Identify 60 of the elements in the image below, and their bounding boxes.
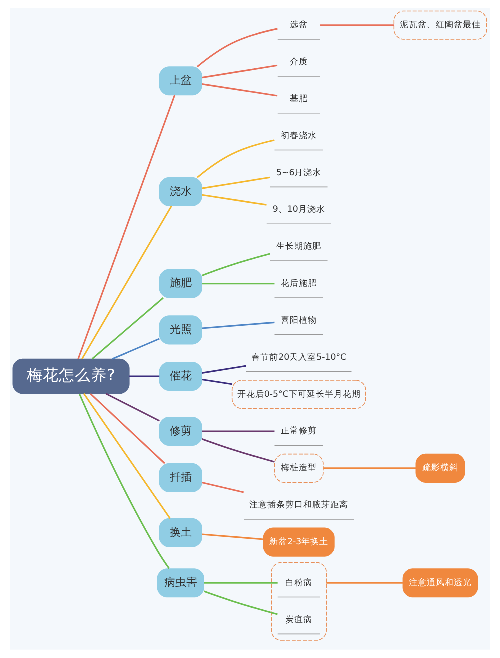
connector xyxy=(202,194,267,206)
connector xyxy=(83,393,171,520)
node-text: 花后施肥 xyxy=(281,279,318,290)
node-box: 催花 xyxy=(159,362,202,392)
node-box: 疏影横斜 xyxy=(416,454,466,483)
connector xyxy=(202,283,275,285)
node-text: 介质 xyxy=(290,57,308,68)
node-text: 选盆 xyxy=(290,20,308,31)
connector xyxy=(204,582,278,584)
connector xyxy=(320,24,394,26)
connector xyxy=(202,176,270,190)
node-box: 病虫害 xyxy=(157,568,204,598)
node-text: 白粉病 xyxy=(286,578,313,588)
connector xyxy=(202,64,278,79)
connector xyxy=(202,253,270,276)
connector xyxy=(324,468,416,470)
connector xyxy=(197,28,278,68)
connector xyxy=(204,590,278,616)
node-box: 梅花怎么养? xyxy=(12,358,130,394)
node-box: 泥瓦盆、红陶盆最佳 xyxy=(394,10,488,40)
connector xyxy=(197,140,275,178)
connector xyxy=(78,394,170,570)
connector xyxy=(202,430,275,432)
node-text: 注意插条剪口和腋芽距离 xyxy=(250,500,349,511)
node-text: 正常修剪 xyxy=(281,426,318,437)
connector xyxy=(90,393,166,464)
connector xyxy=(78,95,176,360)
cluster xyxy=(271,562,327,641)
node-text: 5~6月浇水 xyxy=(276,168,322,178)
connector xyxy=(92,298,164,360)
node-box: 扦插 xyxy=(159,463,202,492)
connector xyxy=(106,393,160,422)
node-text: 9、10月浇水 xyxy=(272,205,326,216)
node-text: 生长期施肥 xyxy=(276,242,322,252)
connector xyxy=(202,482,244,494)
connector xyxy=(326,582,403,584)
connector xyxy=(82,206,172,360)
node-box: 注意通风和透光 xyxy=(402,568,478,598)
connector xyxy=(202,438,275,463)
node-box: 开花后0-5°C下可延长半月花期 xyxy=(232,380,366,410)
node-box: 新盆2-3年换土 xyxy=(263,528,335,557)
node-box: 上盆 xyxy=(159,66,202,96)
node-box: 修剪 xyxy=(159,416,202,446)
node-box: 浇水 xyxy=(159,177,202,206)
connector xyxy=(202,365,246,374)
node-text: 喜阳植物 xyxy=(281,316,318,326)
connector xyxy=(130,376,160,378)
node-box: 光照 xyxy=(159,316,202,345)
node-box: 梅桩造型 xyxy=(274,454,324,483)
node-text: 炭疽病 xyxy=(286,615,313,626)
connector xyxy=(202,84,278,97)
node-box: 施肥 xyxy=(159,269,202,298)
connector xyxy=(202,378,232,386)
node-text: 初春浇水 xyxy=(281,131,318,142)
connector xyxy=(202,534,264,540)
connector xyxy=(112,338,160,360)
node-text: 春节前20天入室5-10°C xyxy=(252,352,347,363)
connector xyxy=(202,322,275,330)
node-box: 换土 xyxy=(159,518,202,548)
node-text: 基肥 xyxy=(290,94,308,104)
